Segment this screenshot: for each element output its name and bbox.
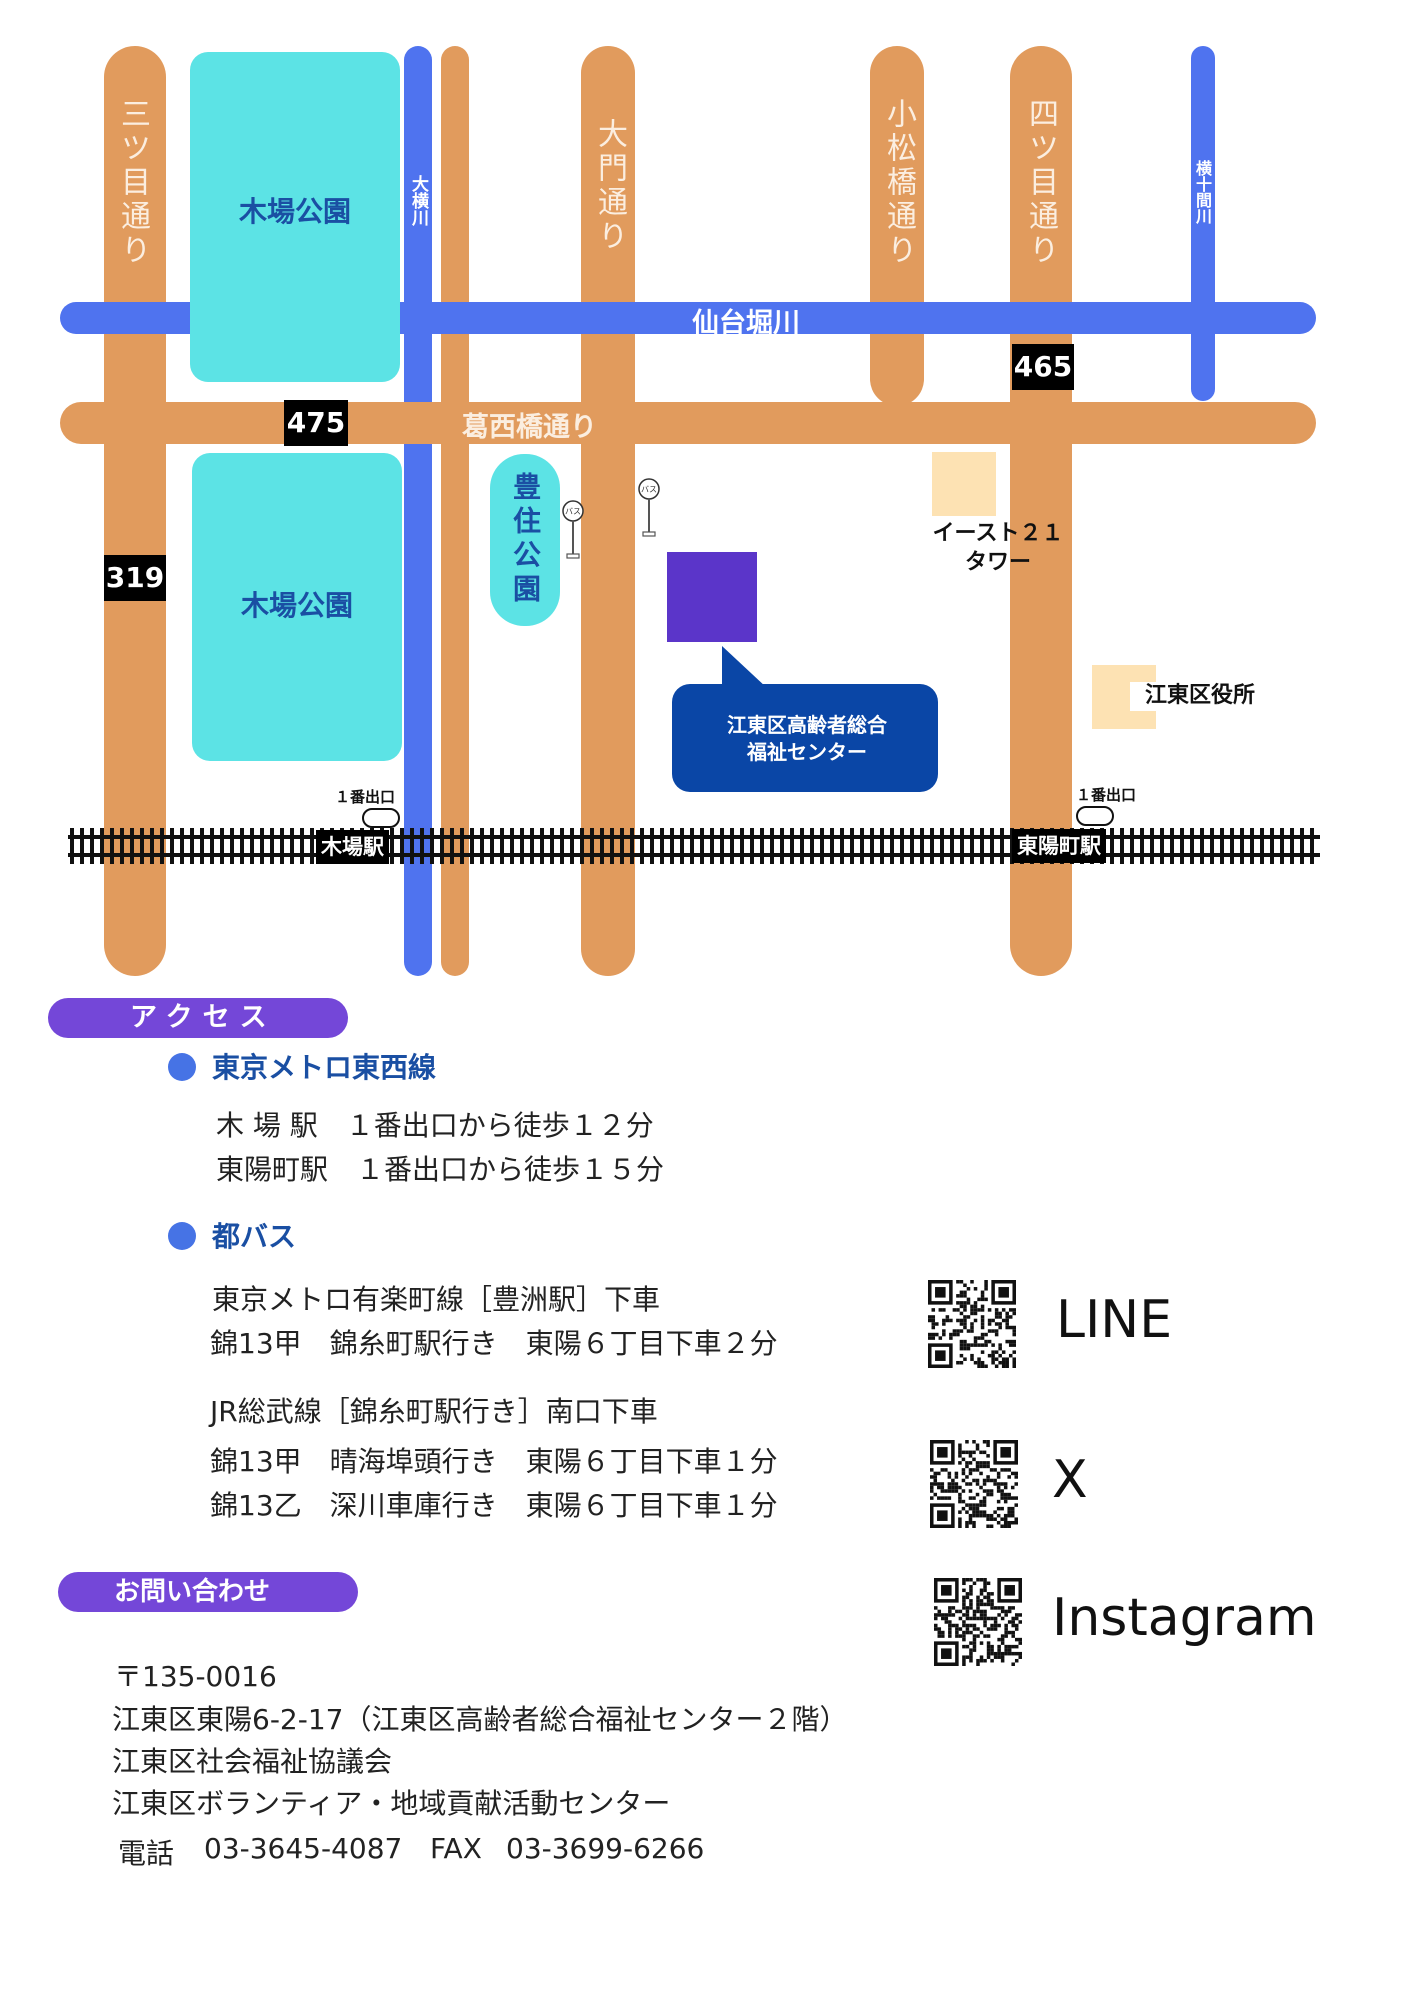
svg-text:バス: バス [641, 485, 657, 494]
instagram-qr-code[interactable] [934, 1578, 1022, 1666]
map: 木場公園 木場公園 豊住公園 三ツ目通り 大門通り 小松橋通り 四ツ目通り 葛西… [0, 0, 1414, 990]
metro-line-1: 木 場 駅 １番出口から徒歩１２分 [216, 1109, 654, 1142]
bus-stop-icon: バス [637, 478, 661, 538]
x-qr-code[interactable] [930, 1440, 1018, 1528]
metro-bullet-icon [168, 1053, 196, 1081]
route-shield-465: 465 [1012, 344, 1074, 390]
building-east21 [932, 452, 996, 516]
river-label-yokojikken: 横十間川 [1193, 160, 1212, 224]
road-mitsume [104, 46, 166, 976]
contact-fax-label: FAX [430, 1832, 482, 1865]
contact-postal: 〒135-0016 [114, 1660, 277, 1693]
park-kiba-upper [190, 52, 400, 382]
contact-fax: 03-3699-6266 [506, 1832, 705, 1865]
station-kiba: 木場駅 [316, 830, 389, 864]
access-title-text: アクセス [130, 1002, 277, 1033]
contact-tel[interactable]: 03-3645-4087 [204, 1832, 403, 1865]
route-shield-319: 319 [104, 555, 166, 601]
road-kasai [60, 402, 1316, 444]
river-label-sendaibori: 仙台堀川 [692, 308, 800, 339]
social-x-label[interactable]: X [1052, 1450, 1088, 1510]
station-toyocho: 東陽町駅 [1012, 829, 1106, 863]
exit-marker-toyocho [1076, 806, 1114, 826]
road-thin-oyoko-side [441, 46, 469, 976]
road-label-yotsume: 四ツ目通り [1023, 98, 1058, 268]
route-shield-475: 475 [284, 400, 348, 446]
bus-bullet-icon [168, 1222, 196, 1250]
bus-group2-line-1: JR総武線［錦糸町駅行き］南口下車 [210, 1395, 658, 1428]
contact-tel-label: 電話 [118, 1837, 175, 1870]
bus-group2-line-2: 錦13甲 晴海埠頭行き 東陽６丁目下車１分 [210, 1445, 778, 1478]
target-building [667, 552, 757, 642]
road-komatsubashi [870, 46, 924, 406]
road-label-omon: 大門通り [592, 118, 627, 254]
metro-line-2: 東陽町駅 １番出口から徒歩１５分 [216, 1153, 665, 1186]
bus-group1-line-2: 錦13甲 錦糸町駅行き 東陽６丁目下車２分 [210, 1327, 778, 1360]
railway-track [68, 828, 1320, 864]
road-label-komatsubashi: 小松橋通り [881, 98, 916, 268]
access-section-title: アクセス [48, 998, 348, 1038]
park-kiba-lower-label: 木場公園 [240, 589, 353, 622]
social-instagram-label[interactable]: Instagram [1052, 1588, 1317, 1648]
label-east21: イースト２１ タワー [932, 521, 1064, 575]
road-yotsume [1010, 46, 1072, 976]
river-yokojikken [1191, 46, 1215, 401]
river-oyoko [404, 46, 432, 976]
park-kiba-lower [192, 453, 402, 761]
road-omon [581, 46, 635, 976]
contact-org-1: 江東区社会福祉協議会 [112, 1745, 393, 1778]
label-kuyakusho: 江東区役所 [1130, 682, 1270, 711]
park-toyosumi-label: 豊住公園 [509, 472, 542, 608]
contact-section-title: お問い合わせ [58, 1572, 358, 1612]
exit-label-toyocho: １番出口 [1076, 786, 1137, 804]
river-label-oyoko: 大横川 [408, 175, 428, 226]
bus-group2-line-3: 錦13乙 深川車庫行き 東陽６丁目下車１分 [210, 1489, 778, 1522]
contact-org-2: 江東区ボランティア・地域貢献活動センター [112, 1787, 671, 1820]
exit-marker-kiba [362, 808, 400, 828]
contact-title-text: お問い合わせ [114, 1577, 271, 1607]
bus-stop-icon: バス [561, 500, 585, 560]
park-kiba-upper-label: 木場公園 [238, 195, 351, 228]
bus-group1-line-1: 東京メトロ有楽町線［豊洲駅］下車 [212, 1283, 661, 1316]
exit-label-kiba: １番出口 [335, 788, 396, 806]
park-toyosumi [490, 454, 560, 626]
road-label-mitsume: 三ツ目通り [115, 98, 150, 268]
line-qr-code[interactable] [928, 1280, 1016, 1368]
svg-text:バス: バス [565, 507, 581, 516]
social-line-label[interactable]: LINE [1056, 1290, 1173, 1350]
bus-heading: 都バス [212, 1220, 297, 1253]
target-callout [672, 646, 940, 794]
metro-heading: 東京メトロ東西線 [212, 1051, 437, 1084]
target-callout-label: 江東区高齢者総合 福祉センター [727, 713, 887, 764]
road-label-kasai: 葛西橋通り [462, 412, 597, 443]
contact-address: 江東区東陽6-2-17（江東区高齢者総合福祉センター２階） [112, 1703, 848, 1736]
